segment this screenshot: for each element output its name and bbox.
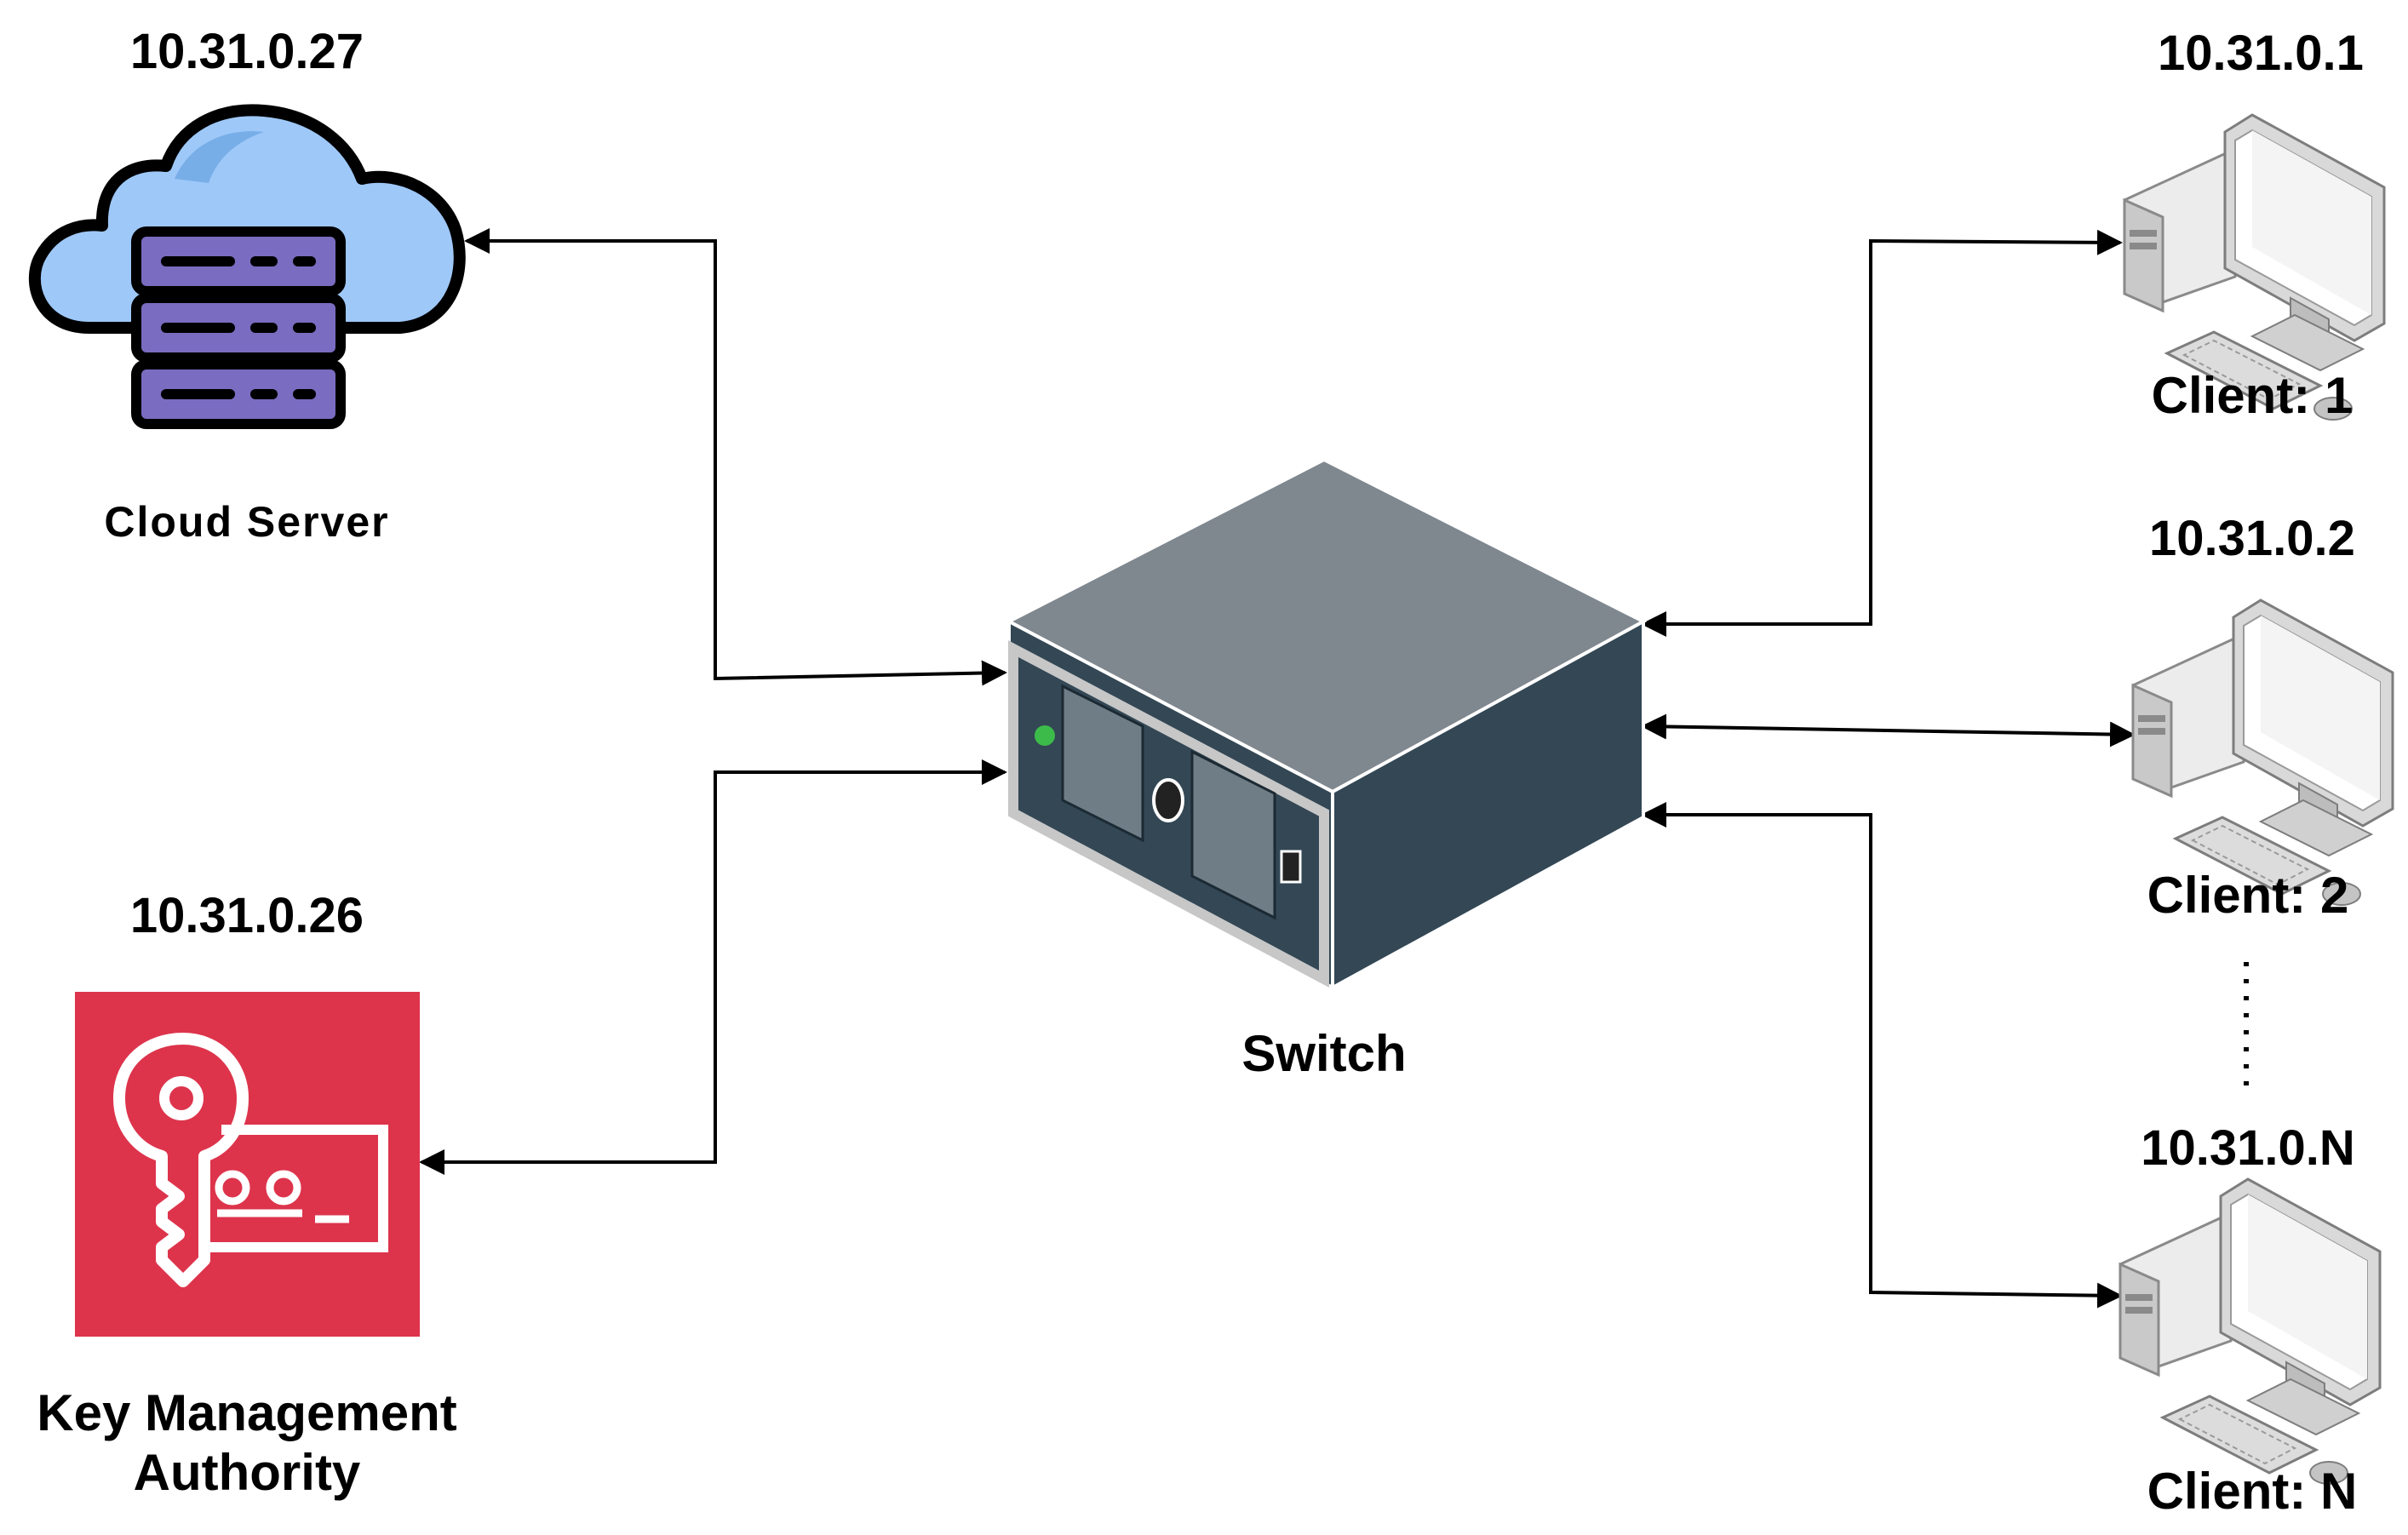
cloud-server-label: Cloud Server [104, 498, 389, 546]
client-1-label: Client: 1 [2152, 367, 2354, 424]
connector-kma-switch [419, 759, 1007, 1175]
client-n-ip: 10.31.0.N [2141, 1120, 2355, 1176]
connector-cloud-switch [464, 228, 1007, 686]
connector-client1-switch [1641, 229, 2123, 637]
client-n-node: 10.31.0.N Client: N [2118, 1120, 2382, 1520]
switch-label: Switch [1241, 1025, 1406, 1082]
cloud-server-icon [28, 104, 466, 429]
connector-client2-switch [1641, 713, 2136, 747]
client-1-node: 10.31.0.1 Client: 1 [2123, 26, 2386, 424]
kma-node: 10.31.0.26 Key Management Authority [37, 888, 456, 1501]
connector-clientN-switch [1641, 802, 2123, 1309]
kma-label-line1: Key Management [37, 1384, 456, 1441]
kma-label-line2: Authority [134, 1444, 361, 1501]
switch-node: Switch [1005, 457, 1648, 1082]
cloud-server-ip: 10.31.0.27 [130, 24, 364, 79]
network-switch-icon [1005, 457, 1648, 991]
kma-ip: 10.31.0.26 [130, 888, 364, 943]
cloud-server-node: 10.31.0.27 Cloud Server [28, 24, 466, 546]
client-2-node: 10.31.0.2 Client: 2 [2131, 511, 2394, 924]
client-n-label: Client: N [2147, 1463, 2358, 1520]
server-rack-icon [131, 226, 346, 429]
client-2-ip: 10.31.0.2 [2149, 511, 2355, 566]
connectors [419, 228, 2136, 1309]
client-1-ip: 10.31.0.1 [2158, 26, 2364, 81]
key-card-icon [75, 992, 420, 1337]
client-2-label: Client: 2 [2147, 867, 2349, 924]
